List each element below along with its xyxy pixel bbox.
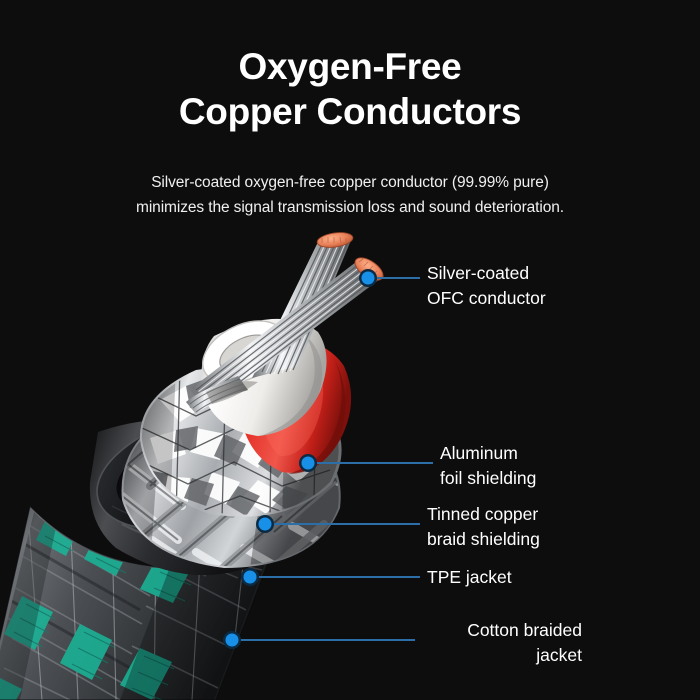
callout-label-tinned-copper-braid-shielding: Tinned copper braid shielding bbox=[427, 504, 540, 549]
page-subtitle: Silver-coated oxygen-free copper conduct… bbox=[0, 170, 700, 220]
callout-label-tpe-jacket: TPE jacket bbox=[427, 567, 512, 587]
page-title: Oxygen-Free Copper Conductors bbox=[0, 44, 700, 134]
callout-label-silver-coated-ofc-conductor: Silver-coated OFC conductor bbox=[427, 263, 546, 308]
callout-label-cotton-braided-jacket: Cotton braided jacket bbox=[467, 620, 582, 665]
strand-bundle-tail bbox=[186, 376, 248, 414]
title-line-2: Copper Conductors bbox=[178, 91, 522, 132]
silver-ofc-conductor-strands bbox=[186, 232, 384, 414]
title-line-1: Oxygen-Free bbox=[238, 46, 462, 87]
subtitle-line-2: minimizes the signal transmission loss a… bbox=[136, 199, 564, 216]
subtitle-line-1: Silver-coated oxygen-free copper conduct… bbox=[151, 174, 549, 191]
callout-label-aluminum-foil-shielding: Aluminum foil shielding bbox=[440, 443, 537, 488]
